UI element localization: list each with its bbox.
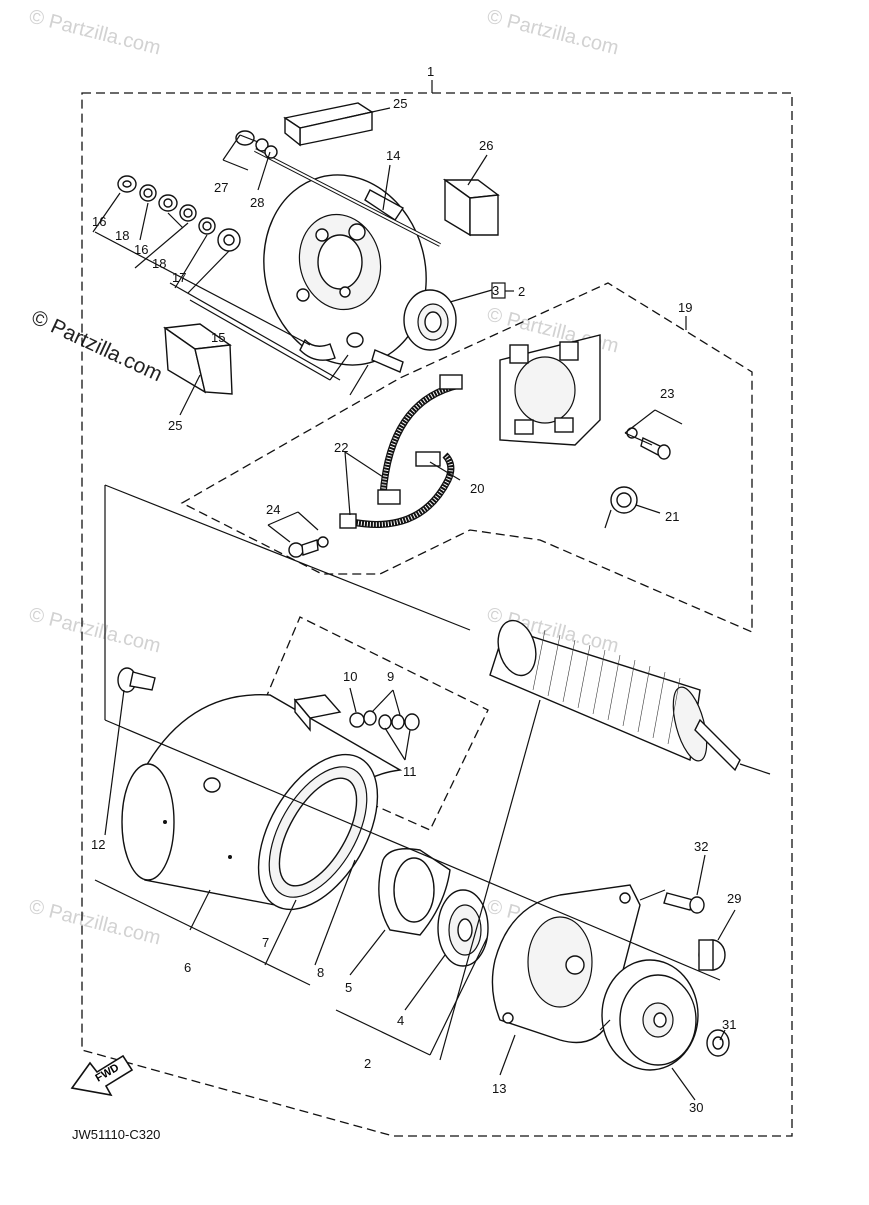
callout-6: 6 (184, 960, 191, 975)
collar-29 (698, 939, 726, 971)
brush-pads-top (283, 102, 374, 147)
callout-numbers: 1 25 14 26 27 28 16 18 16 18 17 3 2 19 1… (91, 64, 741, 1115)
screw-24 (288, 536, 329, 558)
callout-28: 28 (250, 195, 264, 210)
callout-19: 19 (678, 300, 692, 315)
pulley-30 (601, 959, 699, 1071)
callout-1: 1 (427, 64, 434, 79)
callout-30: 30 (689, 1100, 703, 1115)
callout-21: 21 (665, 509, 679, 524)
assembly-outline (81, 92, 793, 1137)
armature (489, 619, 771, 775)
callout-16-a: 16 (92, 214, 106, 229)
callout-25-top: 25 (393, 96, 407, 111)
brush-pad-26 (442, 178, 500, 237)
callout-23: 23 (660, 386, 674, 401)
callout-20: 20 (470, 481, 484, 496)
callout-17: 17 (172, 270, 186, 285)
field-coil-ring (257, 753, 379, 911)
watermark-top-right: © Partzilla.com (485, 6, 621, 60)
callout-10: 10 (343, 669, 357, 684)
callout-16-b: 16 (134, 242, 148, 257)
brush-pad-lower (163, 323, 233, 395)
callout-22: 22 (334, 440, 348, 455)
nut-31 (706, 1029, 730, 1057)
callout-29: 29 (727, 891, 741, 906)
callout-9: 9 (387, 669, 394, 684)
diagram-code: JW51110-C320 (72, 1127, 160, 1142)
washer-stack (117, 175, 241, 252)
rear-cover (263, 174, 427, 366)
callout-11: 11 (403, 764, 417, 779)
callout-5: 5 (345, 980, 352, 995)
callout-7: 7 (262, 935, 269, 950)
bolt-32 (663, 892, 705, 914)
bearing-upper (403, 289, 457, 351)
callout-8: 8 (317, 965, 324, 980)
bearing-lower (437, 889, 489, 967)
brush-holder (499, 334, 601, 446)
callout-27: 27 (214, 180, 228, 195)
brush-holder-outline (180, 282, 753, 633)
callout-3: 3 (492, 283, 499, 298)
watermark-top-left: © Partzilla.com (27, 6, 163, 60)
forward-arrow: FWD (70, 1054, 134, 1097)
screw-12 (117, 667, 156, 693)
callout-13: 13 (492, 1081, 506, 1096)
leader-lines (92, 107, 736, 1101)
partzilla-side-label: © Partzilla.com (28, 306, 166, 387)
callout-24: 24 (266, 502, 280, 517)
watermark-mid-left: © Partzilla.com (27, 604, 163, 658)
through-bolt (235, 130, 441, 247)
brush-lead (339, 374, 463, 529)
callout-2-bottom: 2 (364, 1056, 371, 1071)
gasket-plate (378, 848, 451, 936)
callout-26: 26 (479, 138, 493, 153)
callout-14: 14 (386, 148, 400, 163)
brush-spring (604, 486, 638, 529)
callout-2-top: 2 (518, 284, 525, 299)
callout-12: 12 (91, 837, 105, 852)
callout-18-b: 18 (152, 256, 166, 271)
cover-bolt (346, 332, 404, 373)
callout-4: 4 (397, 1013, 404, 1028)
terminal-kit (293, 694, 420, 732)
callout-15: 15 (211, 330, 225, 345)
callout-32: 32 (694, 839, 708, 854)
callout-25-bottom: 25 (168, 418, 182, 433)
callout-18-a: 18 (115, 228, 129, 243)
callout-31: 31 (722, 1017, 736, 1032)
